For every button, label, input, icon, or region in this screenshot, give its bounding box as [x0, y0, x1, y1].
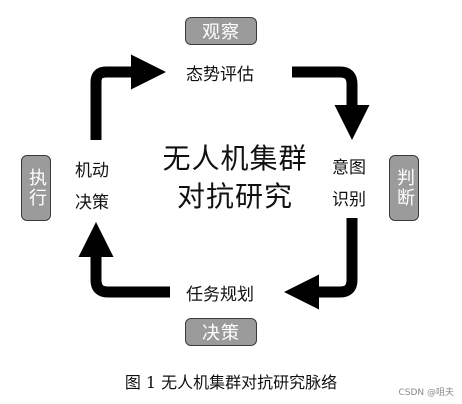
arrow-observe-to-judge [292, 66, 370, 140]
act-box: 执行 [21, 155, 51, 221]
intent-recognition-line2: 识别 [332, 190, 366, 210]
situation-assessment-label: 态势评估 [186, 65, 254, 85]
decide-label: 决策 [202, 323, 240, 344]
maneuver-decision-line1: 机动 [75, 161, 109, 181]
watermark: CSDN @咀夫 [398, 388, 454, 398]
maneuver-decision-line2: 决策 [75, 193, 109, 213]
act-label: 执行 [26, 168, 47, 208]
center-title: 无人机集群 对抗研究 [150, 140, 320, 216]
figure-caption: 图 1 无人机集群对抗研究脉络 [124, 373, 338, 392]
arrow-judge-to-decide [284, 218, 358, 310]
center-title-line2: 对抗研究 [176, 180, 293, 213]
judge-box: 判断 [389, 155, 419, 221]
arrow-act-to-observe [90, 54, 166, 140]
arrow-decide-to-act [78, 222, 170, 298]
maneuver-decision-label: 机动 决策 [72, 155, 112, 219]
intent-recognition-line1: 意图 [332, 158, 366, 178]
observe-box: 观察 [185, 17, 257, 45]
decide-box: 决策 [185, 318, 257, 346]
observe-label: 观察 [202, 22, 240, 43]
center-title-line1: 无人机集群 [162, 142, 308, 175]
judge-label: 判断 [394, 168, 415, 208]
mission-planning-label: 任务规划 [186, 285, 254, 305]
intent-recognition-label: 意图 识别 [329, 152, 369, 216]
